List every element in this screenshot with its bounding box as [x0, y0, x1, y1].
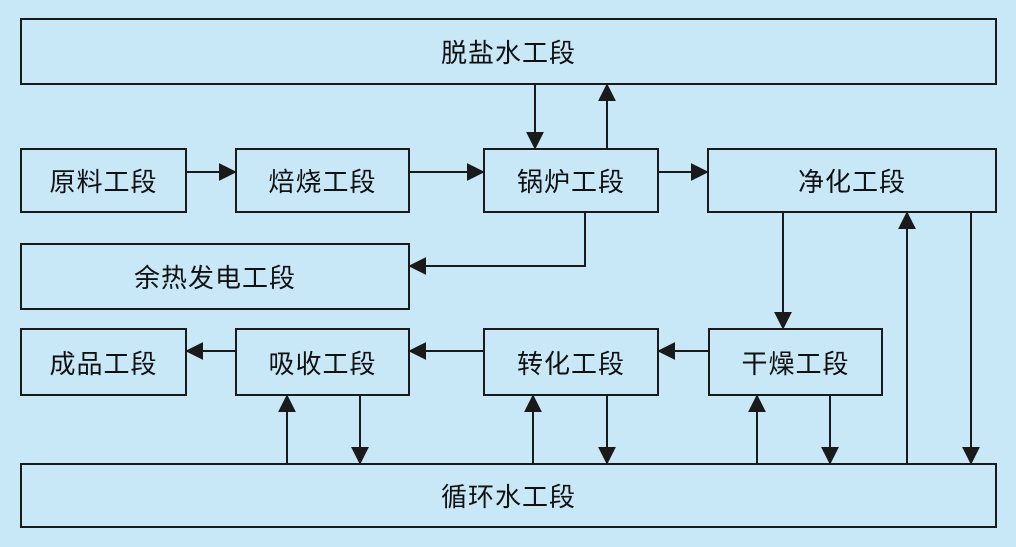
node-circulating-water-section: 循环水工段: [20, 463, 997, 528]
node-desalination-water-section: 脱盐水工段: [20, 18, 997, 85]
node-conversion-section: 转化工段: [483, 328, 659, 396]
node-absorption-section: 吸收工段: [235, 328, 410, 396]
node-boiler-section: 锅炉工段: [483, 148, 659, 213]
node-product-section: 成品工段: [20, 328, 187, 396]
edge-boiler-to-waste-heat-power: [408, 213, 586, 275]
node-roasting-section: 焙烧工段: [235, 148, 410, 213]
node-purification-section: 净化工段: [707, 148, 997, 213]
node-waste-heat-power-section: 余热发电工段: [20, 243, 410, 310]
node-raw-material-section: 原料工段: [20, 148, 187, 213]
node-drying-section: 干燥工段: [708, 328, 883, 396]
